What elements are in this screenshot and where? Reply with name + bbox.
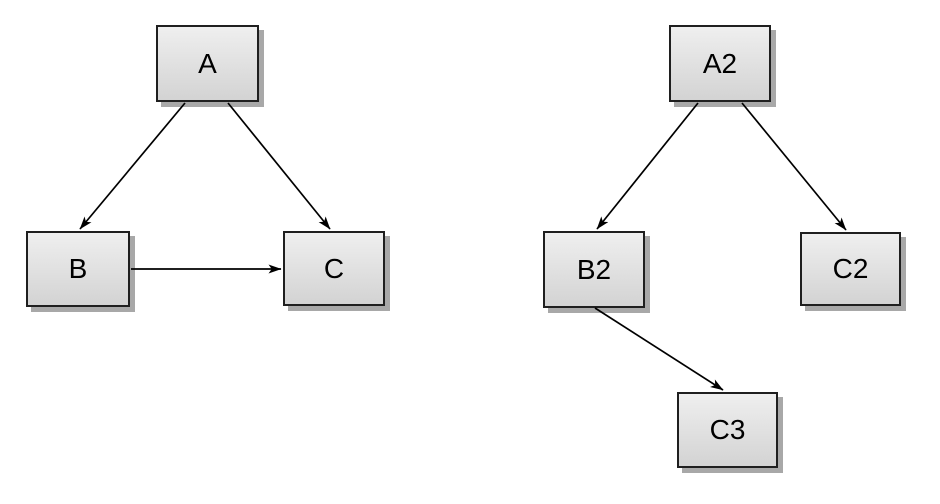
node-A2[interactable]: A2 <box>669 25 771 102</box>
node-C3[interactable]: C3 <box>677 392 778 468</box>
edge-A2-to-B2 <box>596 102 699 230</box>
edge-A-to-C <box>227 102 331 230</box>
node-label-C: C <box>323 252 345 284</box>
node-C2[interactable]: C2 <box>800 232 901 306</box>
node-label-B: B <box>68 253 88 284</box>
edge-A2-to-C2 <box>741 102 847 231</box>
node-label-C3: C3 <box>709 414 746 445</box>
node-label-A: A <box>198 47 217 79</box>
edge-B2-to-C3 <box>594 307 724 391</box>
node-B2[interactable]: B2 <box>543 231 645 308</box>
edge-A-to-B <box>79 102 186 230</box>
node-label-A2: A2 <box>702 47 738 79</box>
node-label-C2: C2 <box>832 253 869 284</box>
node-C[interactable]: C <box>283 231 385 306</box>
node-label-B2: B2 <box>576 253 612 285</box>
node-A[interactable]: A <box>156 25 259 102</box>
node-B[interactable]: B <box>26 231 130 307</box>
